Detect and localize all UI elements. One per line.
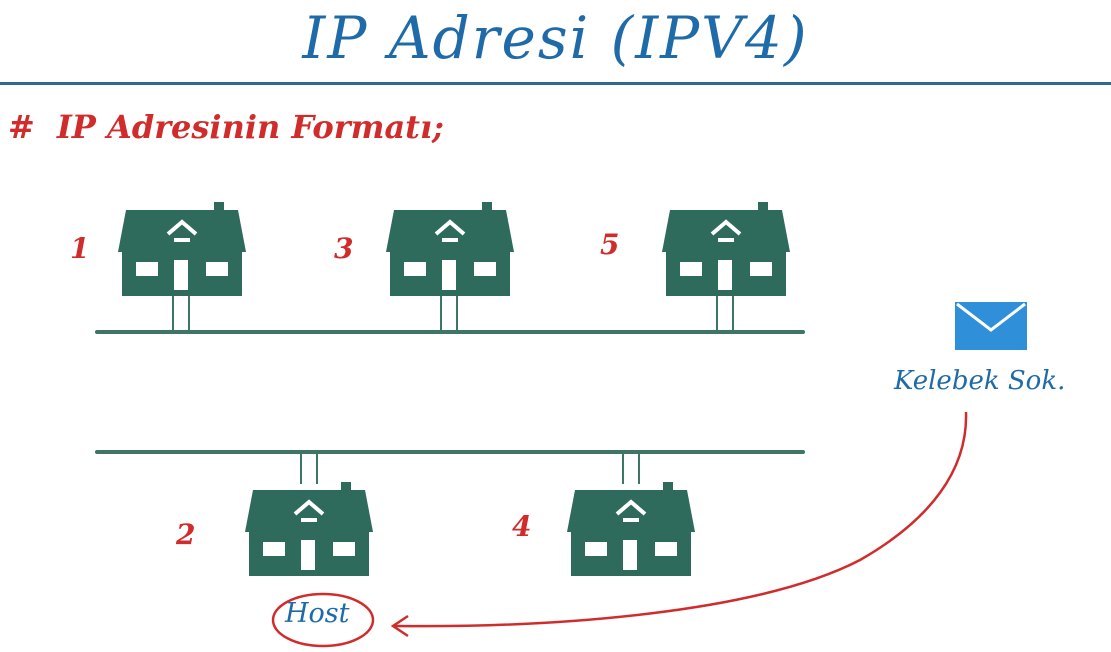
house-icon xyxy=(386,202,514,296)
house-4-connector xyxy=(638,454,640,484)
house-number-5: 5 xyxy=(600,228,620,261)
house-3-connector xyxy=(440,296,442,330)
envelope-icon xyxy=(955,302,1027,350)
section-heading: # IP Adresinin Formatı; xyxy=(8,108,444,146)
house-1-connector xyxy=(172,296,174,330)
hash-marker: # xyxy=(8,108,35,146)
host-label: Host xyxy=(285,598,350,629)
roof-arrow-icon xyxy=(615,499,647,522)
house-4-connector xyxy=(622,454,624,484)
street-line-bottom xyxy=(95,450,805,454)
house-number-2: 2 xyxy=(176,518,196,551)
title-divider xyxy=(0,82,1111,85)
house-5-connector xyxy=(716,296,718,330)
roof-arrow-icon xyxy=(293,499,325,522)
address-label: Kelebek Sok. xyxy=(894,366,1066,396)
page-title: IP Adresi (IPV4) xyxy=(302,4,809,72)
host-circle xyxy=(271,592,375,648)
house-number-1: 1 xyxy=(70,232,90,265)
house-1-connector xyxy=(188,296,190,330)
roof-arrow-icon xyxy=(710,219,742,242)
roof-arrow-icon xyxy=(166,219,198,242)
house-number-4: 4 xyxy=(512,510,532,543)
section-heading-text: IP Adresinin Formatı; xyxy=(56,108,444,146)
house-icon xyxy=(118,202,246,296)
house-5-connector xyxy=(732,296,734,330)
house-icon xyxy=(245,482,373,576)
roof-arrow-icon xyxy=(434,219,466,242)
house-3-connector xyxy=(456,296,458,330)
house-2-connector xyxy=(300,454,302,484)
house-icon xyxy=(662,202,790,296)
house-number-3: 3 xyxy=(334,232,354,265)
street-line-top xyxy=(95,330,805,334)
house-icon xyxy=(567,482,695,576)
house-2-connector xyxy=(316,454,318,484)
